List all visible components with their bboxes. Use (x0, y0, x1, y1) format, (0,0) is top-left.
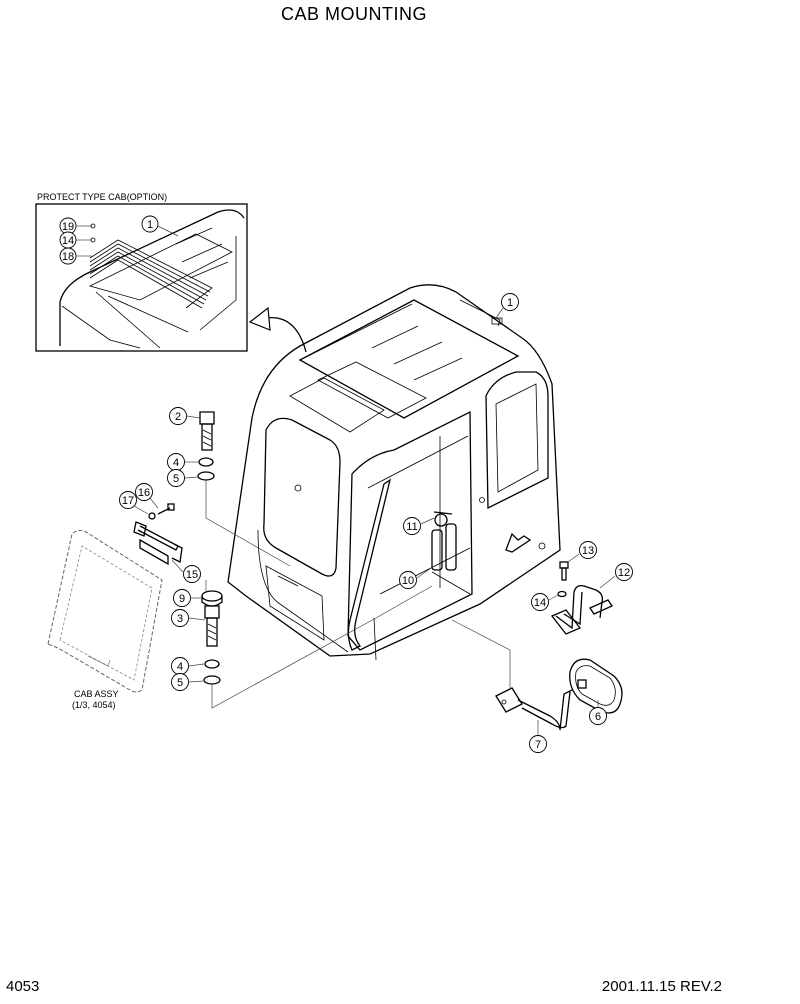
svg-text:5: 5 (173, 473, 179, 485)
callout-4b: 4 (171, 657, 189, 675)
spring-washer-4b (204, 659, 220, 669)
svg-text:18: 18 (62, 251, 74, 263)
svg-text:7: 7 (535, 739, 541, 751)
svg-text:10: 10 (402, 575, 414, 587)
svg-text:12: 12 (618, 567, 630, 579)
flat-washer-5b (203, 675, 221, 685)
svg-text:19: 19 (62, 221, 74, 233)
mirror-6 (569, 658, 623, 714)
svg-text:1: 1 (507, 297, 513, 309)
svg-text:6: 6 (595, 711, 601, 723)
svg-text:2: 2 (175, 411, 181, 423)
date-revision: 2001.11.15 REV.2 (601, 978, 722, 995)
inset-callout-14: 14 (59, 231, 77, 249)
seat-anchor-parts (431, 511, 457, 571)
svg-text:11: 11 (406, 521, 417, 533)
svg-text:4: 4 (177, 661, 183, 673)
inset-callout-1: 1 (141, 215, 159, 233)
page-title: CAB MOUNTING (280, 4, 427, 24)
callout-10: 10 (399, 571, 417, 589)
svg-text:17: 17 (122, 495, 134, 507)
callout-15: 15 (183, 565, 201, 583)
callout-5a: 5 (167, 469, 185, 487)
handle-15 (133, 521, 183, 566)
small-bolt-16 (157, 503, 175, 515)
cap-9 (201, 590, 223, 607)
mirror-bracket-7 (495, 687, 573, 731)
svg-text:1: 1 (147, 219, 153, 231)
callout-3: 3 (171, 609, 189, 627)
callout-2: 2 (169, 407, 187, 425)
reference-arrow (265, 317, 307, 353)
callout-17: 17 (119, 491, 137, 509)
flat-washer-5a (197, 471, 215, 481)
inset-callout-18: 18 (59, 247, 77, 265)
inset-title: PROTECT TYPE CAB(OPTION) (37, 192, 167, 202)
svg-text:14: 14 (534, 597, 546, 609)
svg-text:14: 14 (62, 235, 74, 247)
callout-13: 13 (579, 541, 597, 559)
page-number: 4053 (6, 978, 40, 995)
svg-text:15: 15 (186, 569, 198, 581)
svg-text:16: 16 (138, 487, 150, 499)
callout-6: 6 (589, 707, 607, 725)
cab-assy-ref: (1/3, 4054) (72, 700, 116, 710)
callout-11: 11 (403, 517, 421, 535)
spring-washer-4a (198, 457, 214, 467)
svg-text:13: 13 (582, 545, 594, 557)
callout-9: 9 (173, 589, 191, 607)
cab-body (227, 284, 561, 661)
svg-text:4: 4 (173, 457, 179, 469)
callout-1: 1 (501, 293, 519, 311)
callout-14: 14 (531, 593, 549, 611)
cab-assy-phantom (47, 529, 163, 693)
bolt-3 (204, 605, 220, 647)
washer-17 (148, 512, 156, 520)
protect-type-cab-inset: PROTECT TYPE CAB(OPTION) 19 14 18 (35, 192, 248, 352)
callout-16: 16 (135, 483, 153, 501)
callout-5b: 5 (171, 673, 189, 691)
callout-12: 12 (615, 563, 633, 581)
callout-4a: 4 (167, 453, 185, 471)
callout-7: 7 (529, 735, 547, 753)
cab-assy-label: CAB ASSY (74, 689, 119, 699)
svg-text:9: 9 (179, 593, 185, 605)
svg-text:3: 3 (177, 613, 183, 625)
svg-text:5: 5 (177, 677, 183, 689)
bolt-2 (199, 411, 215, 451)
grab-handle-12 (550, 584, 613, 635)
bolt-13 (559, 561, 569, 581)
washer-14 (557, 590, 567, 598)
